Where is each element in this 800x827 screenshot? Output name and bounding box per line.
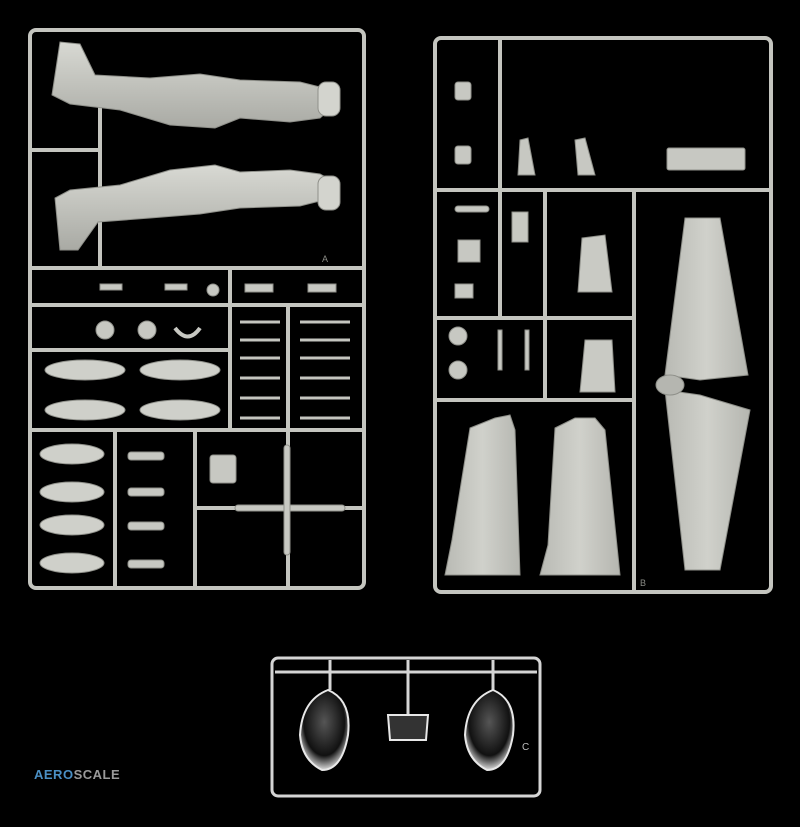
sprue-c-tag: C xyxy=(522,742,529,753)
watermark-aero: AERO xyxy=(34,766,74,782)
watermark-scale: SCALE xyxy=(73,766,121,782)
sprue-c xyxy=(270,656,542,798)
small-parts-a xyxy=(95,283,346,569)
wing-upper-right xyxy=(539,417,621,576)
fuselage-half-left xyxy=(51,41,341,129)
wing-lower xyxy=(655,217,751,571)
stabilizers xyxy=(577,234,616,393)
canopy-left xyxy=(298,688,350,772)
sprue-b xyxy=(433,36,773,594)
rocket-rows xyxy=(240,320,350,420)
small-parts-b xyxy=(448,81,746,380)
windscreen xyxy=(386,714,430,741)
canopy-right xyxy=(463,688,515,772)
sprue-b-tag: B xyxy=(640,578,646,588)
sprue-a-tag: A xyxy=(322,254,328,264)
wing-upper-left xyxy=(444,414,521,576)
aeroscale-watermark: AERO SCALE xyxy=(34,766,120,782)
fuselage-half-right xyxy=(54,164,341,251)
drop-tanks xyxy=(39,359,221,574)
